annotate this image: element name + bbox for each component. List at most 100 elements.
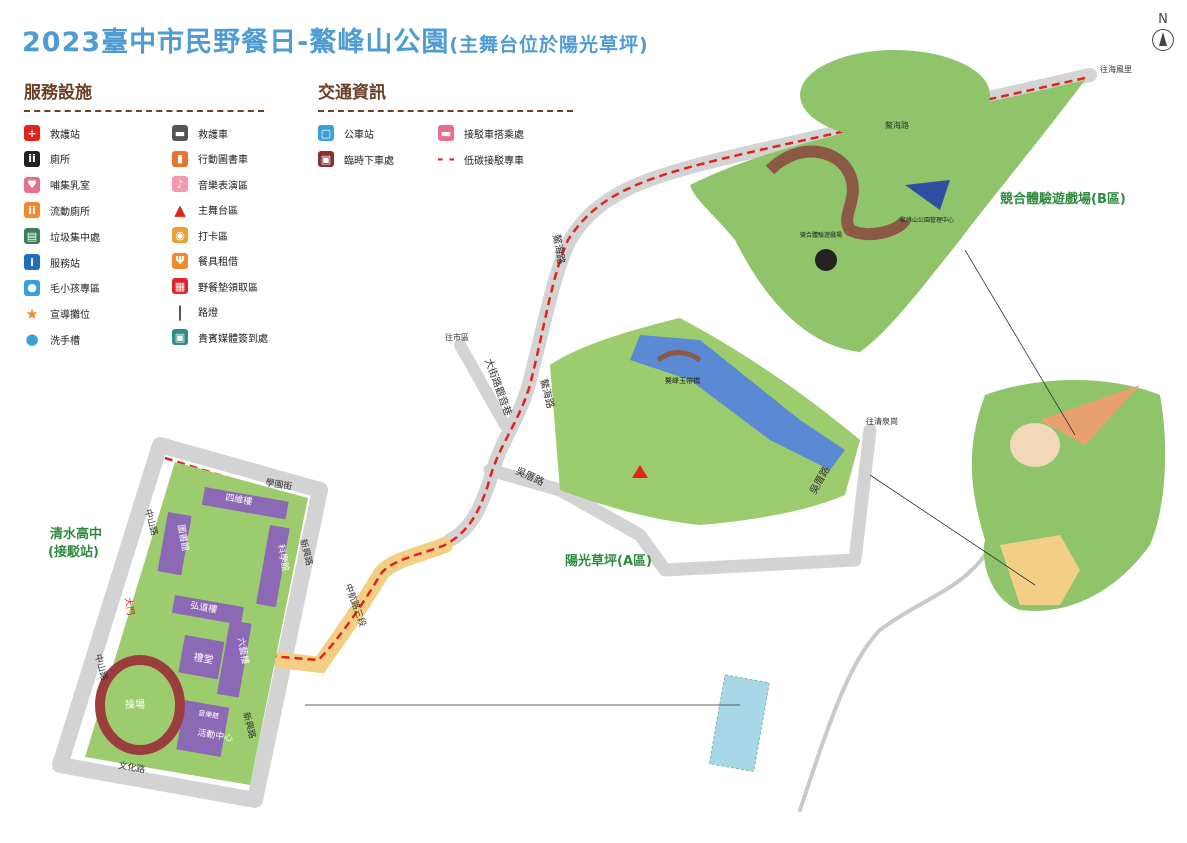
to-harbor-label: 往海風里	[1100, 64, 1132, 74]
pet-paw-icon: ●	[24, 279, 40, 296]
legend-label: 流動廁所	[50, 206, 90, 218]
inset-zone-b	[1040, 385, 1140, 445]
inset-school	[708, 674, 770, 773]
legend-item: ♥ 哺集乳室	[24, 176, 90, 193]
legend-label: 毛小孩專區	[50, 284, 100, 296]
bus-stop-icon: ▢	[318, 125, 334, 141]
auditorium-label: 禮堂	[192, 650, 214, 666]
legend-label: 行動圖書車	[198, 155, 248, 166]
legend-label: 打卡區	[198, 231, 228, 243]
legend-label: 哺集乳室	[50, 181, 90, 193]
play-label: 競合體驗遊戲場	[800, 231, 842, 239]
legend-label: 宣導攤位	[50, 310, 90, 322]
main-gate-label: 大門	[122, 596, 137, 616]
transport-divider	[318, 110, 573, 112]
legend-label: 貴賓媒體簽到處	[198, 333, 268, 345]
music-hall-label: 音樂館	[198, 708, 220, 721]
legend-item: ▲ 主舞台區	[172, 200, 238, 219]
legend-label: 洗手槽	[50, 335, 80, 347]
legend-label: 低碳接駁專車	[464, 155, 524, 167]
trash-icon: ▤	[24, 228, 40, 245]
restroom-icon: ii	[24, 150, 40, 167]
aohai-road-label: 鰲海路	[885, 120, 909, 130]
legend-item: ▬ 接駁車搭乘處	[438, 125, 524, 141]
zone-b-path	[765, 145, 911, 241]
legend-item: ii 廁所	[24, 150, 70, 167]
shuttle-route-icon: - -	[437, 150, 455, 168]
legend-item: ▢ 公車站	[318, 125, 374, 141]
services-divider	[24, 110, 264, 112]
legend-item: ▬ 救護車	[172, 125, 228, 141]
track-label: 操場	[125, 698, 145, 711]
shuttle-icon: ▬	[438, 125, 454, 141]
school-label: 清水高中	[50, 526, 102, 542]
picnic-mat-icon: ▦	[172, 278, 188, 294]
legend-item: ● 洗手槽	[24, 330, 80, 349]
services-heading: 服務設施	[24, 83, 92, 103]
legend-item: | 路燈	[172, 302, 218, 321]
nursing-room-icon: ♥	[24, 176, 40, 193]
zone-b-label: 競合體驗遊戲場(B區)	[1000, 191, 1126, 207]
street-light-icon: |	[177, 302, 183, 321]
legend-item: ● 毛小孩專區	[24, 279, 100, 296]
legend-item: i 服務站	[24, 254, 80, 270]
shuttle-route-line	[164, 76, 1086, 662]
portable-toilet-icon: ii	[24, 202, 40, 219]
legend-label: 臨時下車處	[344, 155, 394, 167]
legend-label: 餐具租借	[198, 257, 238, 268]
legend-label: 野餐墊領取區	[198, 282, 258, 294]
legend-item: ★ 宣導攤位	[24, 304, 90, 323]
legend-label: 接駁車搭乘處	[464, 129, 524, 141]
legend-label: 廁所	[50, 155, 70, 167]
legend-item: ♪ 音樂表演區	[172, 176, 248, 192]
school-sub-label: (接駁站)	[48, 544, 99, 560]
legend-label: 路燈	[198, 308, 218, 319]
legend-item: - - 低碳接駁專車	[437, 150, 524, 168]
triangle-stage-icon: ▲	[174, 200, 186, 219]
first-aid-icon: +	[24, 125, 40, 141]
river	[630, 335, 845, 470]
to-city-label: 往市區	[445, 332, 469, 342]
legend-label: 救護站	[50, 129, 80, 141]
drop-off-icon: ▣	[318, 151, 334, 167]
legend-item: ▮ 行動圖書車	[172, 150, 248, 167]
camera-icon: ◉	[172, 227, 188, 243]
bridge-icon	[656, 350, 702, 363]
legend-label: 公車站	[344, 129, 374, 141]
legend-item: ▦ 野餐墊領取區	[172, 278, 258, 294]
star-icon: ★	[25, 304, 39, 323]
legend-item: ▣貴賓媒體簽到處	[172, 329, 268, 345]
leader-line-b	[964, 249, 1076, 436]
inset-zone-a	[1000, 535, 1080, 605]
main-stage-marker	[632, 465, 648, 478]
legend-item: ii 流動廁所	[24, 202, 90, 219]
mgmt-label: 鰲峰山公園管理中心	[900, 216, 954, 224]
legend-label: 垃圾集中處	[50, 232, 100, 244]
mgmt-center-roof	[905, 180, 950, 210]
legend-item: ◉ 打卡區	[172, 227, 228, 243]
water-drop-icon: ●	[25, 330, 39, 349]
book-bus-icon: ▮	[172, 150, 188, 167]
music-icon: ♪	[172, 176, 188, 192]
zone-a-park	[550, 318, 860, 525]
play-structure-icon	[815, 249, 837, 271]
legend-label: 主舞台區	[198, 206, 238, 217]
inset-field	[1010, 423, 1060, 467]
map-title: 2023臺中市民野餐日-鰲峰山公園(主舞台位於陽光草坪)	[22, 27, 649, 58]
bridge-label: 鰲峰玉帶橋	[665, 376, 700, 385]
legend-label: 服務站	[50, 258, 80, 270]
legend-label: 音樂表演區	[198, 180, 248, 192]
ambulance-icon: ▬	[172, 125, 188, 141]
school-grounds	[85, 462, 308, 785]
zone-b-hill	[800, 50, 990, 140]
legend-label: 救護車	[198, 129, 228, 141]
legend-item: ▤ 垃圾集中處	[24, 228, 100, 245]
info-icon: i	[24, 254, 40, 270]
north-arrow-icon: N	[1152, 12, 1174, 51]
zone-a-label: 陽光草坪(A區)	[565, 553, 652, 569]
zone-b-park	[690, 80, 1085, 352]
transport-heading: 交通資訊	[318, 83, 386, 103]
legend-item: ▣ 臨時下車處	[318, 151, 394, 167]
